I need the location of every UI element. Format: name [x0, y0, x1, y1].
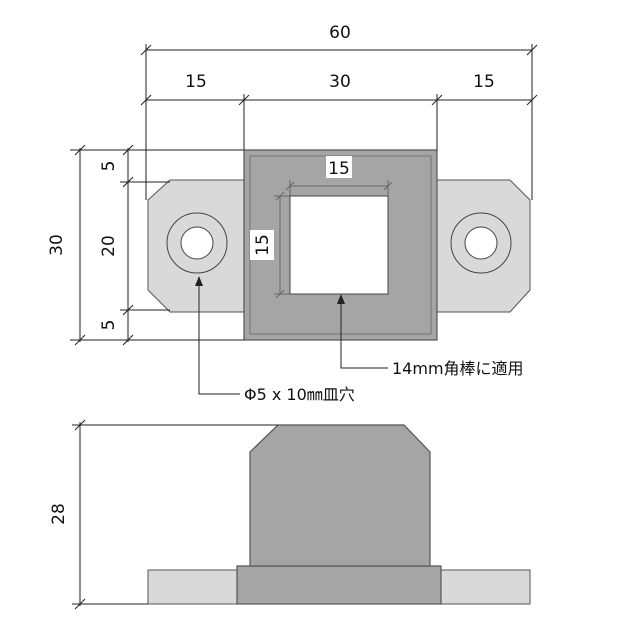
dim-hole-width: 15: [328, 159, 350, 179]
square-hole: [289, 195, 389, 295]
label-countersunk-hole: Φ5 x 10㎜皿穴: [244, 385, 355, 404]
side-center-base: [236, 565, 442, 605]
label-square-bar: 14mm角棒に適用: [392, 359, 524, 378]
callouts: 14mm角棒に適用 Φ5 x 10㎜皿穴: [195, 276, 524, 404]
hole-dimensions: 15 15: [250, 156, 393, 299]
hole-height-label-bg: [250, 230, 274, 260]
left-countersink-outer: [166, 212, 228, 274]
square-bar-arrow: [337, 294, 345, 304]
dim-overall-width: 60: [329, 23, 351, 43]
left-dimensions: 30 5 20 5: [47, 144, 244, 346]
dim-bottom-margin: 5: [99, 320, 119, 331]
dim-ear-height: 20: [99, 235, 119, 257]
dim-top-margin: 5: [99, 161, 119, 172]
top-dimensions: 60 15 30 15: [140, 23, 538, 200]
dim-hole-height: 15: [253, 234, 273, 256]
side-view: [147, 424, 531, 605]
dim-right-ear: 15: [473, 72, 495, 92]
dim-left-ear: 15: [185, 72, 207, 92]
side-dimension: 28: [49, 419, 278, 610]
dim-side-height: 28: [49, 503, 69, 525]
hole-width-label-bg: [326, 156, 352, 178]
right-countersink-outer: [450, 212, 512, 274]
side-body: [249, 424, 431, 567]
left-hole: [180, 226, 214, 260]
countersink-arrow: [195, 276, 203, 286]
right-hole: [464, 226, 498, 260]
dim-overall-height: 30: [47, 234, 67, 256]
dim-center-width: 30: [329, 72, 351, 92]
